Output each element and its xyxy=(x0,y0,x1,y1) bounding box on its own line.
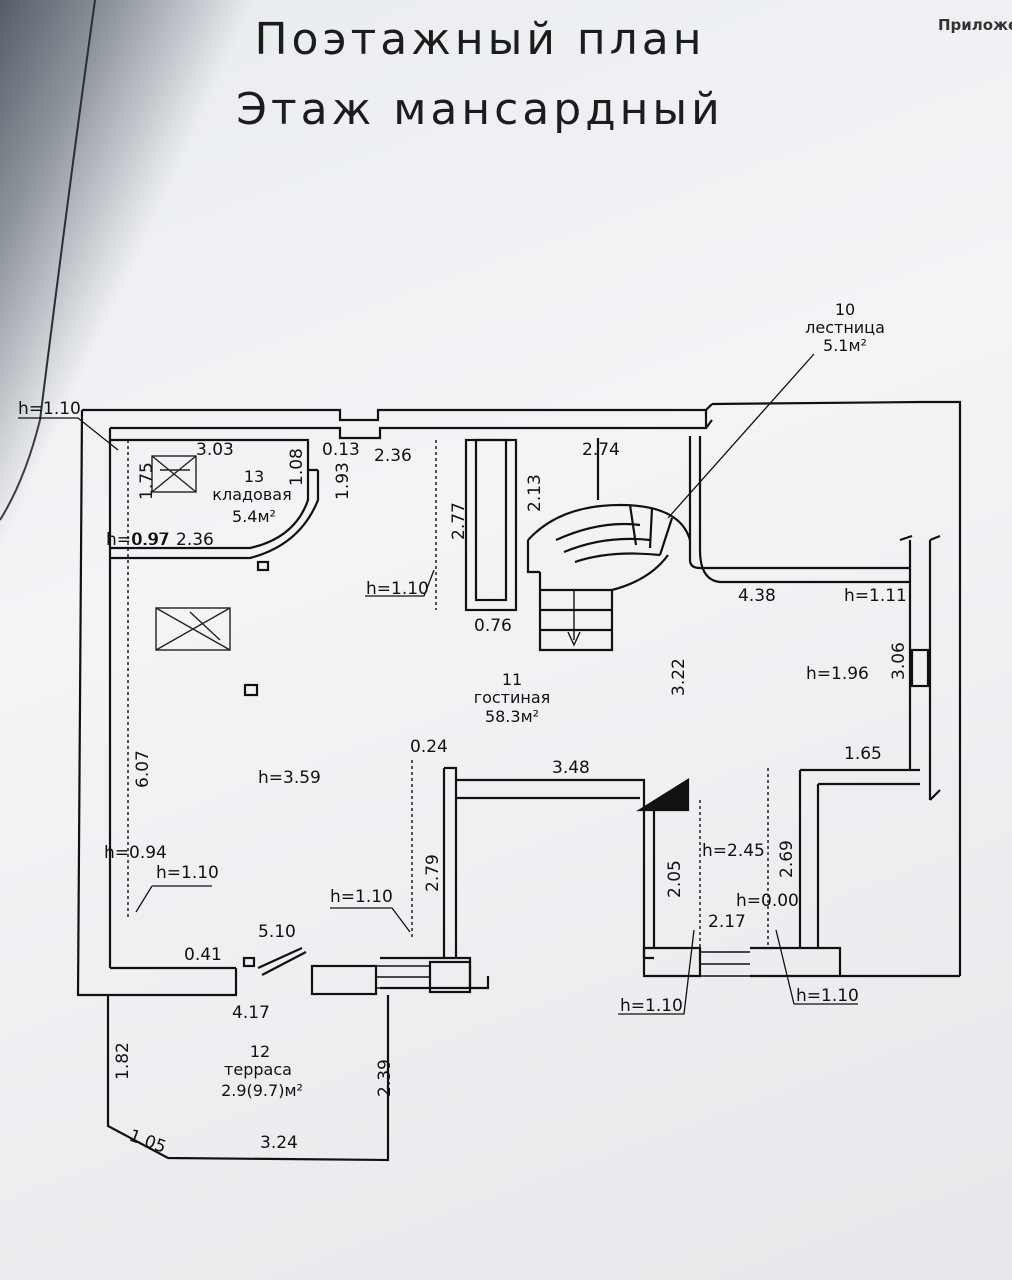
room-number: 10 xyxy=(835,300,855,319)
room-name: лестница xyxy=(805,318,885,337)
room-number: 12 xyxy=(250,1042,270,1061)
dim-1-75: 1.75 xyxy=(137,462,157,500)
height-mark: h=0.97 xyxy=(106,530,169,550)
room-name: гостиная xyxy=(474,688,551,707)
dim-4-17: 4.17 xyxy=(232,1003,270,1023)
dim-2-39: 2.39 xyxy=(375,1059,395,1097)
dim-3-03: 3.03 xyxy=(196,440,234,460)
dim-2-36-left: 2.36 xyxy=(176,530,214,550)
dim-3-24: 3.24 xyxy=(260,1133,298,1153)
dimension-labels: 3.03 0.13 2.36 2.74 0.97 2.36 0.76 4.38 … xyxy=(126,440,882,1158)
height-marks: h=1.10 h=0.97 h=1.10 h=1.11 h=1.96 h=3.5… xyxy=(18,399,907,1016)
leader-lines xyxy=(18,353,858,1015)
dim-0-24: 0.24 xyxy=(410,737,448,757)
dim-0-76: 0.76 xyxy=(474,616,512,636)
height-mark: h=1.10 xyxy=(366,579,429,599)
dim-1-05: 1.05 xyxy=(126,1126,168,1158)
dashed-height-lines xyxy=(127,440,769,948)
room-area: 2.9(9.7)м² xyxy=(221,1081,303,1100)
dim-2-13: 2.13 xyxy=(525,474,545,512)
dim-2-74: 2.74 xyxy=(582,440,620,460)
dim-1-82: 1.82 xyxy=(113,1042,133,1080)
height-mark: h=1.10 xyxy=(620,996,683,1016)
dim-1-65: 1.65 xyxy=(844,744,882,764)
dim-3-48: 3.48 xyxy=(552,758,590,778)
room-number: 11 xyxy=(502,670,522,689)
dim-0-13: 0.13 xyxy=(322,440,360,460)
dim-2-05: 2.05 xyxy=(665,860,685,898)
dim-3-22: 3.22 xyxy=(669,658,689,696)
height-mark: h=2.45 xyxy=(702,841,765,861)
plan-title: Поэтажный план xyxy=(254,14,706,65)
room-area: 58.3м² xyxy=(485,707,539,726)
dim-2-77: 2.77 xyxy=(449,502,469,540)
height-mark: h=1.96 xyxy=(806,664,869,684)
walls xyxy=(76,400,962,1162)
room-name: терраса xyxy=(224,1060,292,1079)
dim-1-93: 1.93 xyxy=(333,462,353,500)
dim-0-41: 0.41 xyxy=(184,945,222,965)
dim-0-97: 0.97 xyxy=(132,530,170,550)
dim-2-69: 2.69 xyxy=(777,840,797,878)
vertical-dimension-labels: 1.75 1.08 1.93 2.77 2.13 3.22 3.06 6.07 … xyxy=(113,448,909,1097)
room-name: кладовая xyxy=(212,485,291,504)
height-mark: h=1.10 xyxy=(330,887,393,907)
room-label-stairs: 10 лестница 5.1м² xyxy=(805,300,885,355)
dim-2-17: 2.17 xyxy=(708,912,746,932)
height-mark: h=1.10 xyxy=(156,863,219,883)
room-area: 5.1м² xyxy=(823,336,867,355)
height-mark: h=1.11 xyxy=(844,586,907,606)
room-label-pantry: 13 кладовая 5.4м² xyxy=(212,467,291,526)
room-label-terrace: 12 терраса 2.9(9.7)м² xyxy=(221,1042,303,1100)
dim-2-79: 2.79 xyxy=(423,854,443,892)
height-mark: h=1.10 xyxy=(796,986,859,1006)
dim-2-36-top: 2.36 xyxy=(374,446,412,466)
height-mark: h=3.59 xyxy=(258,768,321,788)
height-mark: h=0.94 xyxy=(104,843,167,863)
room-area: 5.4м² xyxy=(232,507,276,526)
skylights xyxy=(151,455,231,651)
dim-3-06: 3.06 xyxy=(889,642,909,680)
dim-5-10: 5.10 xyxy=(258,922,296,942)
room-label-living: 11 гостиная 58.3м² xyxy=(474,670,551,726)
height-mark: h=1.10 xyxy=(18,399,81,419)
height-mark: h=0.00 xyxy=(736,891,799,911)
dim-1-08: 1.08 xyxy=(287,448,307,486)
appendix-label: Приложе xyxy=(938,16,1012,34)
dim-4-38: 4.38 xyxy=(738,586,776,606)
dim-6-07: 6.07 xyxy=(133,750,153,788)
room-number: 13 xyxy=(244,467,264,486)
floor-subtitle: Этаж мансардный xyxy=(236,84,724,135)
